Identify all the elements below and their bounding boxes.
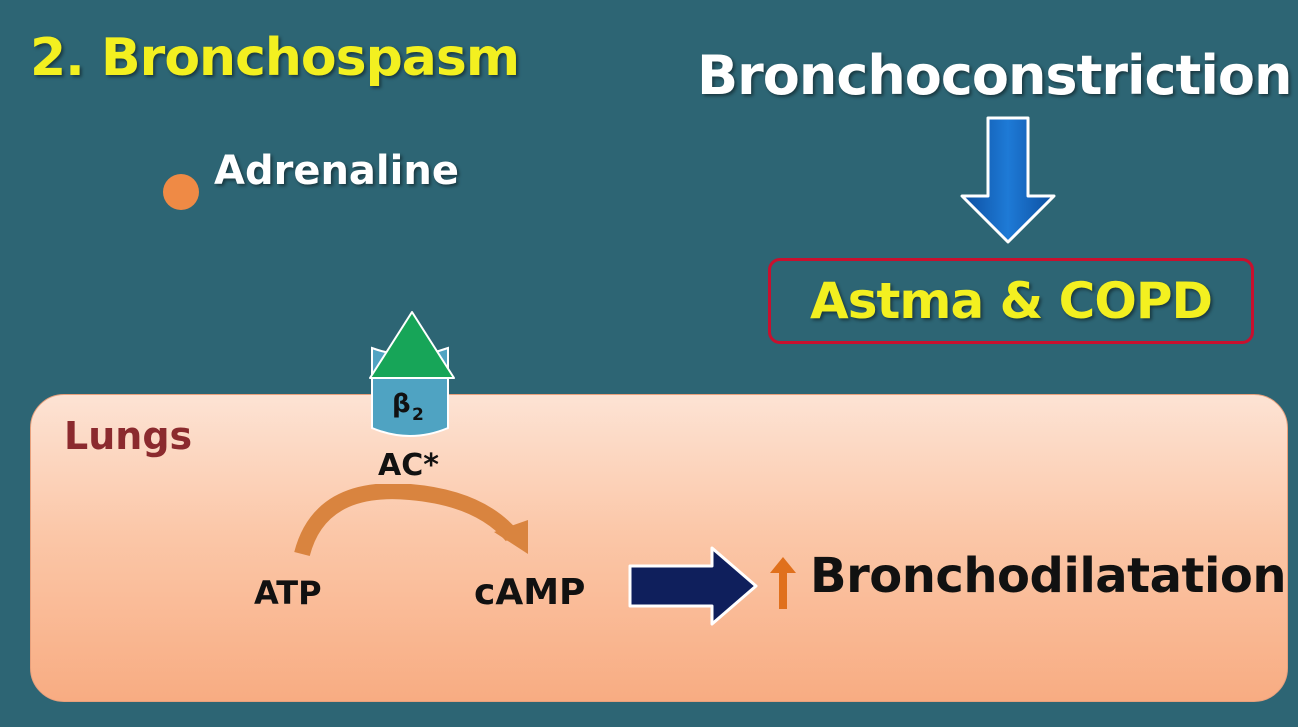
enzyme-label: AC* [378, 448, 439, 483]
outcome-label: Bronchodilatation [810, 548, 1287, 604]
disease-label: Astma & COPD [810, 272, 1213, 330]
lungs-label: Lungs [64, 414, 193, 458]
up-arrow-icon [770, 557, 796, 609]
product-label: cAMP [474, 572, 586, 613]
curved-arrow-icon [294, 484, 528, 557]
bullet-dot-icon [163, 174, 199, 210]
receptor-icon: β 2 [369, 311, 455, 437]
substrate-label: ATP [254, 574, 322, 612]
heading-title: 2. Bronchospasm [30, 28, 520, 88]
effect-title: Bronchoconstriction [697, 44, 1292, 107]
disease-box: Astma & COPD [768, 258, 1254, 344]
receptor-name: β [392, 389, 411, 419]
agent-label: Adrenaline [214, 148, 459, 194]
down-arrow-icon [960, 116, 1056, 244]
lungs-panel [30, 394, 1288, 702]
receptor-subscript: 2 [412, 405, 424, 425]
right-arrow-icon [628, 546, 758, 626]
